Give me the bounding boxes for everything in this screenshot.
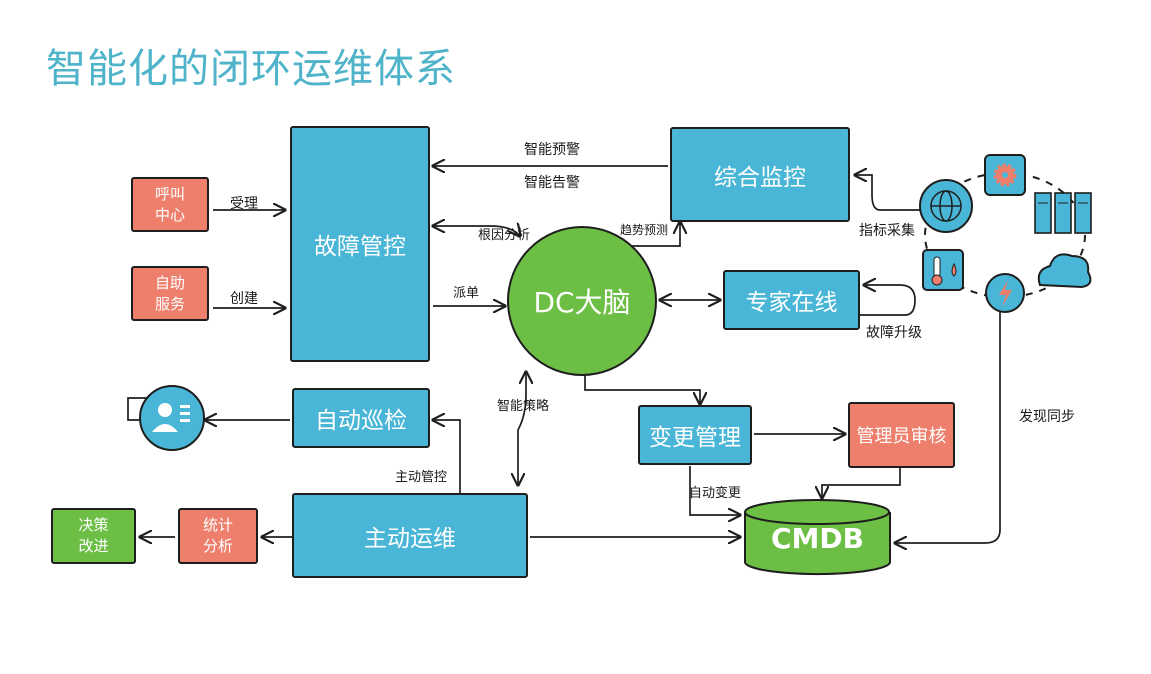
edge-label-root-cause: 根因分析 bbox=[478, 228, 531, 243]
edge-brain-proactive bbox=[518, 372, 526, 485]
infrastructure-ring bbox=[924, 172, 1086, 298]
edge-label-smart-warning: 智能预警 bbox=[524, 142, 580, 158]
dc-brain-node: DC大脑 bbox=[507, 226, 657, 376]
power-icon bbox=[985, 273, 1025, 313]
page-title: 智能化的闭环运维体系 bbox=[46, 46, 456, 92]
edge-label-proactive-control: 主动管控 bbox=[395, 470, 448, 485]
edge-change-to-cmdb bbox=[689, 466, 740, 515]
edge-fault-brain-rootcause bbox=[433, 226, 520, 236]
edge-power-to-cmdb bbox=[895, 310, 1001, 543]
edge-brain-to-monitor bbox=[630, 222, 680, 247]
fault-control-node: 故障管控 bbox=[290, 126, 430, 362]
edge-icons-to-monitor bbox=[855, 175, 930, 211]
edge-label-trend-predict: 趋势预测 bbox=[620, 223, 669, 237]
stats-analysis-node: 统计 分析 bbox=[178, 508, 258, 564]
server-icon bbox=[1034, 192, 1092, 234]
user-card-icon bbox=[139, 385, 205, 451]
edge-expert-loop bbox=[860, 285, 916, 316]
cloud-icon bbox=[1037, 253, 1092, 289]
cmdb-label: CMDB bbox=[771, 522, 864, 555]
expert-online-node: 专家在线 bbox=[723, 270, 860, 330]
edge-label-smart-strategy: 智能策略 bbox=[497, 399, 550, 414]
call-center-node: 呼叫 中心 bbox=[131, 177, 209, 232]
edge-label-metric-collect: 指标采集 bbox=[859, 223, 915, 239]
gear-icon bbox=[984, 154, 1026, 196]
edge-user-loop bbox=[127, 397, 150, 421]
thermometer-icon bbox=[922, 249, 964, 291]
edge-label-create: 创建 bbox=[230, 291, 258, 307]
decision-improve-node: 决策 改进 bbox=[51, 508, 136, 564]
proactive-ops-node: 主动运维 bbox=[292, 493, 528, 578]
edge-label-discover-sync: 发现同步 bbox=[1019, 409, 1075, 425]
monitoring-node: 综合监控 bbox=[670, 127, 850, 222]
edge-label-fault-escalate: 故障升级 bbox=[866, 325, 922, 341]
change-mgmt-node: 变更管理 bbox=[638, 405, 752, 465]
cmdb-cylinder bbox=[744, 499, 891, 576]
self-service-node: 自助 服务 bbox=[131, 266, 209, 321]
edge-label-smart-alert: 智能告警 bbox=[524, 175, 580, 191]
edge-review-to-cmdb bbox=[822, 468, 901, 498]
edge-label-auto-change: 自动变更 bbox=[689, 486, 742, 501]
admin-review-node: 管理员审核 bbox=[848, 402, 955, 468]
globe-icon bbox=[919, 179, 973, 233]
edge-proactive-to-inspection bbox=[433, 420, 461, 493]
edge-brain-to-change bbox=[584, 375, 700, 404]
edge-label-accept: 受理 bbox=[230, 196, 258, 212]
auto-inspection-node: 自动巡检 bbox=[292, 388, 430, 448]
edge-label-dispatch: 派单 bbox=[453, 286, 480, 301]
